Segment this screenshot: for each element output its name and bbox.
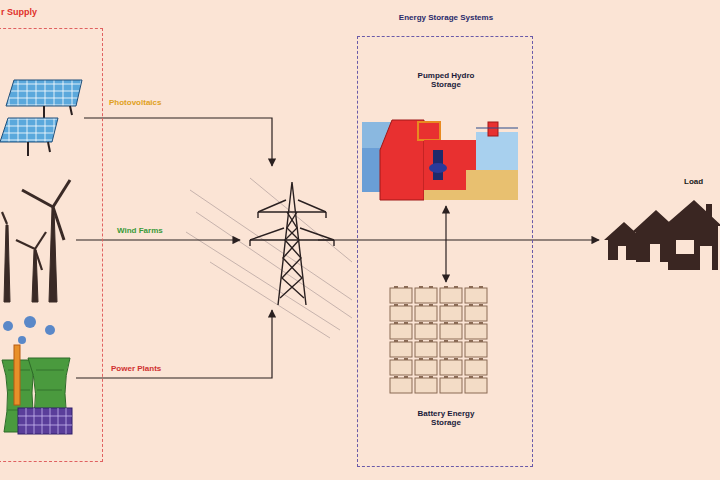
battery-terminal bbox=[394, 358, 398, 360]
battery-terminal bbox=[469, 340, 473, 342]
battery-terminal bbox=[454, 322, 458, 324]
battery-terminal bbox=[429, 322, 433, 324]
group-box: Energy Storage SystemsPumped Hydro Stora… bbox=[357, 36, 533, 467]
node-text: Energy Storage Systems bbox=[388, 13, 504, 22]
connector bbox=[445, 206, 446, 282]
battery-cell bbox=[415, 324, 437, 339]
battery-terminal bbox=[479, 376, 483, 378]
source-label: Wind Farms bbox=[116, 226, 164, 235]
battery-cell bbox=[415, 378, 437, 393]
power-plant bbox=[2, 316, 72, 434]
battery-terminal bbox=[394, 340, 398, 342]
battery-terminal bbox=[419, 304, 423, 306]
battery-terminal bbox=[394, 322, 398, 324]
battery-cell bbox=[390, 360, 412, 375]
battery-cell bbox=[440, 324, 462, 339]
battery-terminal bbox=[469, 376, 473, 378]
transmission-tower bbox=[250, 182, 334, 305]
battery-cell bbox=[390, 288, 412, 303]
battery-cell bbox=[465, 378, 487, 393]
battery-terminal bbox=[419, 286, 423, 288]
battery-terminal bbox=[419, 358, 423, 360]
battery-terminal bbox=[469, 322, 473, 324]
battery-terminal bbox=[454, 286, 458, 288]
battery-cell bbox=[440, 378, 462, 393]
wind-turbines bbox=[2, 180, 70, 302]
battery-terminal bbox=[479, 340, 483, 342]
battery-terminal bbox=[444, 340, 448, 342]
battery-terminal bbox=[454, 376, 458, 378]
battery-cell bbox=[415, 360, 437, 375]
battery-terminal bbox=[429, 304, 433, 306]
battery-terminal bbox=[454, 304, 458, 306]
battery-terminal bbox=[444, 286, 448, 288]
battery-cell bbox=[390, 324, 412, 339]
connector bbox=[533, 239, 599, 240]
storage-unit: Pumped Hydro Storage bbox=[363, 67, 529, 205]
battery-bank bbox=[390, 286, 487, 393]
battery-cell bbox=[390, 306, 412, 321]
battery-cell bbox=[415, 306, 437, 321]
storage-unit: Battery Energy Storage bbox=[383, 283, 509, 439]
battery-terminal bbox=[429, 340, 433, 342]
battery-cell bbox=[465, 360, 487, 375]
node-text: Load bbox=[684, 177, 716, 186]
feed-arrows bbox=[76, 118, 533, 378]
battery-terminal bbox=[444, 358, 448, 360]
battery-cell bbox=[390, 378, 412, 393]
node-text: r Supply bbox=[1, 7, 101, 17]
battery-terminal bbox=[479, 304, 483, 306]
battery-terminal bbox=[404, 376, 408, 378]
battery-terminal bbox=[419, 340, 423, 342]
battery-terminal bbox=[404, 322, 408, 324]
battery-cell bbox=[465, 324, 487, 339]
battery-terminal bbox=[394, 376, 398, 378]
battery-terminal bbox=[404, 304, 408, 306]
node-text: Pumped Hydro Storage bbox=[411, 71, 481, 89]
load-box: Load bbox=[600, 176, 718, 272]
battery-terminal bbox=[404, 340, 408, 342]
node-text: Battery Energy Storage bbox=[406, 409, 486, 427]
battery-terminal bbox=[429, 286, 433, 288]
battery-terminal bbox=[419, 376, 423, 378]
battery-terminal bbox=[454, 358, 458, 360]
source-label: Power Plants bbox=[110, 364, 162, 373]
battery-terminal bbox=[404, 286, 408, 288]
battery-cell bbox=[415, 342, 437, 357]
battery-terminal bbox=[479, 286, 483, 288]
group-box: r Supply bbox=[0, 28, 103, 462]
power-lines bbox=[186, 178, 352, 338]
battery-terminal bbox=[394, 304, 398, 306]
battery-cell bbox=[440, 306, 462, 321]
battery-cell bbox=[390, 342, 412, 357]
battery-cell bbox=[415, 288, 437, 303]
battery-terminal bbox=[454, 340, 458, 342]
battery-terminal bbox=[404, 358, 408, 360]
source-label: Photovoltaics bbox=[108, 98, 162, 107]
pumped-hydro bbox=[362, 120, 518, 200]
battery-terminal bbox=[429, 358, 433, 360]
battery-terminal bbox=[469, 286, 473, 288]
battery-terminal bbox=[394, 286, 398, 288]
battery-terminal bbox=[444, 376, 448, 378]
battery-cell bbox=[465, 306, 487, 321]
battery-terminal bbox=[479, 358, 483, 360]
battery-terminal bbox=[444, 322, 448, 324]
battery-cell bbox=[440, 288, 462, 303]
battery-cell bbox=[440, 360, 462, 375]
battery-terminal bbox=[479, 322, 483, 324]
battery-cell bbox=[440, 342, 462, 357]
houses bbox=[604, 200, 720, 270]
battery-terminal bbox=[469, 358, 473, 360]
battery-terminal bbox=[429, 376, 433, 378]
solar-panels bbox=[0, 80, 82, 156]
battery-terminal bbox=[444, 304, 448, 306]
battery-cell bbox=[465, 342, 487, 357]
battery-cell bbox=[465, 288, 487, 303]
battery-terminal bbox=[419, 322, 423, 324]
battery-terminal bbox=[469, 304, 473, 306]
